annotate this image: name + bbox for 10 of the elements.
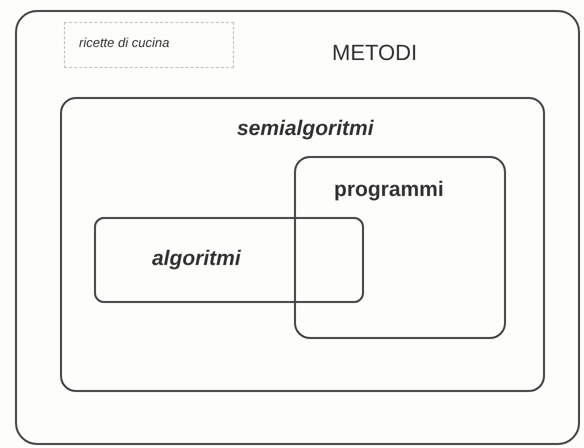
set-box: [294, 156, 506, 339]
outer-set-box: [15, 10, 580, 445]
set-label: programmi: [334, 178, 444, 202]
dashed-set-box: [64, 22, 234, 68]
set-box: [94, 217, 364, 303]
set-label: ricette di cucina: [79, 35, 170, 50]
set-label: algoritmi: [152, 247, 241, 271]
set-label: semialgoritmi: [237, 117, 374, 141]
set-label: METODI: [332, 40, 418, 66]
set-box: [60, 97, 545, 392]
